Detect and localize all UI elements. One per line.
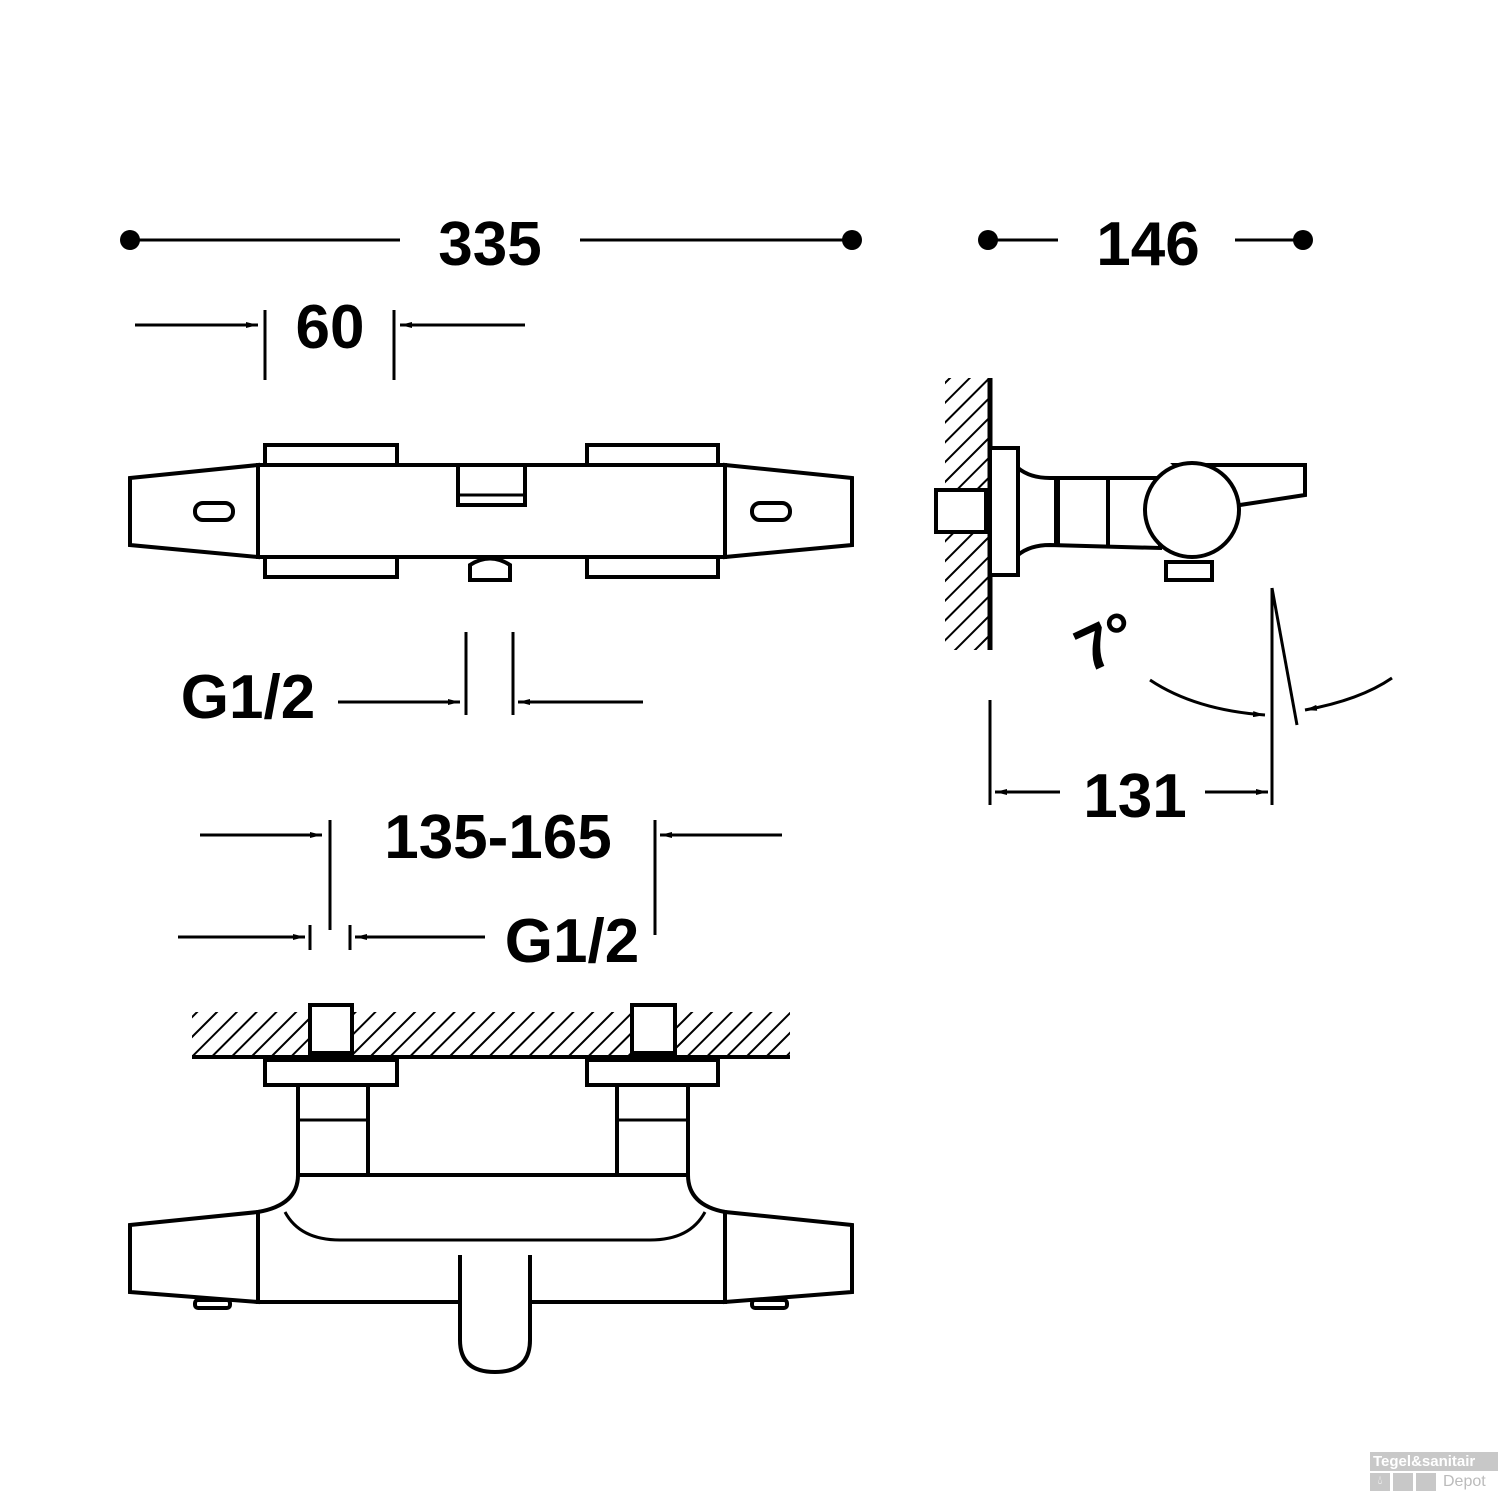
side-view: [934, 378, 1307, 650]
dimension-label-60: 60: [296, 293, 365, 362]
dimension-label-7deg: 7°: [1065, 599, 1148, 687]
tile-icon: [1416, 1473, 1436, 1491]
top-view: [128, 443, 854, 582]
dimension-label-g12-outlet: G1/2: [181, 663, 315, 732]
tile-icon: [1393, 1473, 1413, 1491]
dimension-depth: 146: [978, 210, 1313, 279]
dimension-wall-to-outlet: 131: [988, 700, 1268, 831]
dimension-label-135-165: 135-165: [384, 803, 612, 872]
dimension-inlet-thread: G1/2: [178, 907, 639, 976]
watermark-brand: Tegel&sanitair: [1370, 1452, 1498, 1471]
dimension-handle-width: 60: [135, 293, 525, 380]
dimension-label-g12-inlet: G1/2: [505, 907, 639, 976]
dimension-overall-length: 335: [120, 210, 862, 279]
water-drop-icon: 💧︎: [1370, 1473, 1390, 1491]
watermark-sub: Depot: [1443, 1473, 1486, 1490]
dimension-label-146: 146: [1096, 210, 1199, 279]
watermark-logo: Tegel&sanitair 💧︎ Depot: [1370, 1452, 1498, 1491]
front-view: [128, 1003, 854, 1375]
dimension-label-335: 335: [438, 210, 541, 279]
dimension-centre-distance: 135-165: [200, 803, 782, 935]
dimension-outlet-thread: G1/2: [181, 632, 643, 732]
dimension-label-131: 131: [1083, 762, 1186, 831]
